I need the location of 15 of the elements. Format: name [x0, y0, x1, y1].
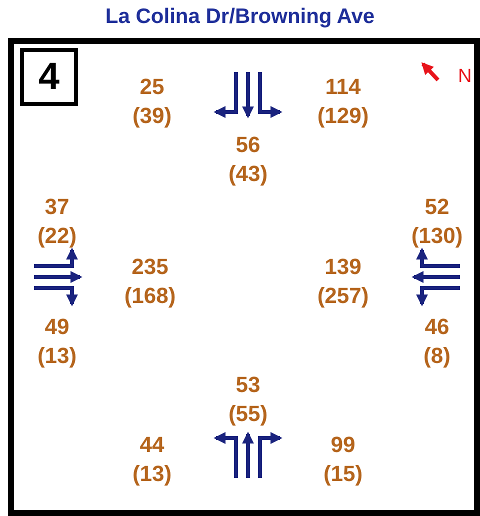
traffic-count: 235 (168) — [124, 253, 176, 310]
diagram-title: La Colina Dr/Browning Ave — [104, 5, 376, 29]
intersection-number: 4 — [20, 48, 78, 106]
traffic-count: 46 (8) — [424, 313, 450, 370]
traffic-count: 139 (257) — [317, 253, 369, 310]
north-label: N — [458, 66, 472, 88]
traffic-count: 49 (13) — [37, 313, 77, 370]
traffic-count: 99 (15) — [323, 431, 363, 488]
traffic-count: 44 (13) — [132, 431, 172, 488]
traffic-count: 56 (43) — [228, 131, 268, 188]
traffic-count: 114 (129) — [317, 73, 369, 130]
traffic-count: 53 (55) — [228, 371, 268, 428]
traffic-count: 37 (22) — [37, 193, 77, 250]
traffic-count: 52 (130) — [411, 193, 463, 250]
traffic-count: 25 (39) — [132, 73, 172, 130]
